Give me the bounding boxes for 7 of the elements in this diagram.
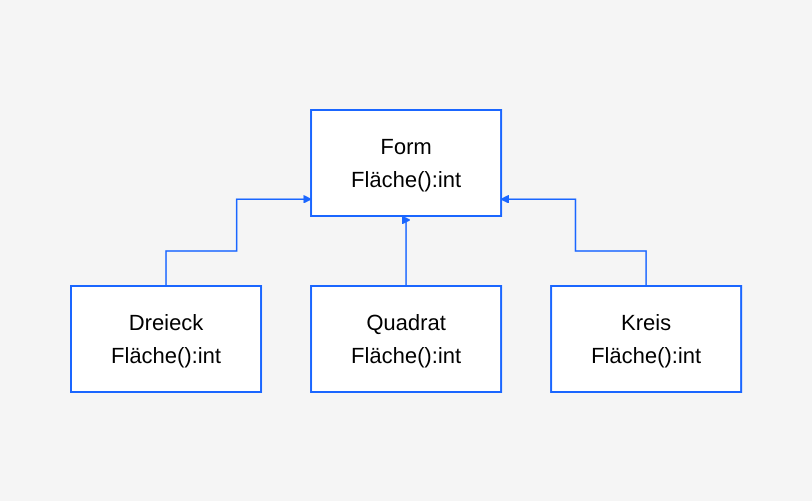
node-box: Form Fläche():int xyxy=(310,108,502,216)
arrow xyxy=(500,194,647,286)
node-box: Kreis Fläche():int xyxy=(550,284,742,392)
arrow xyxy=(402,215,410,286)
arrow xyxy=(165,194,312,286)
node-box: Dreieck Fläche():int xyxy=(70,284,262,392)
node-box: Quadrat Fläche():int xyxy=(310,284,502,392)
